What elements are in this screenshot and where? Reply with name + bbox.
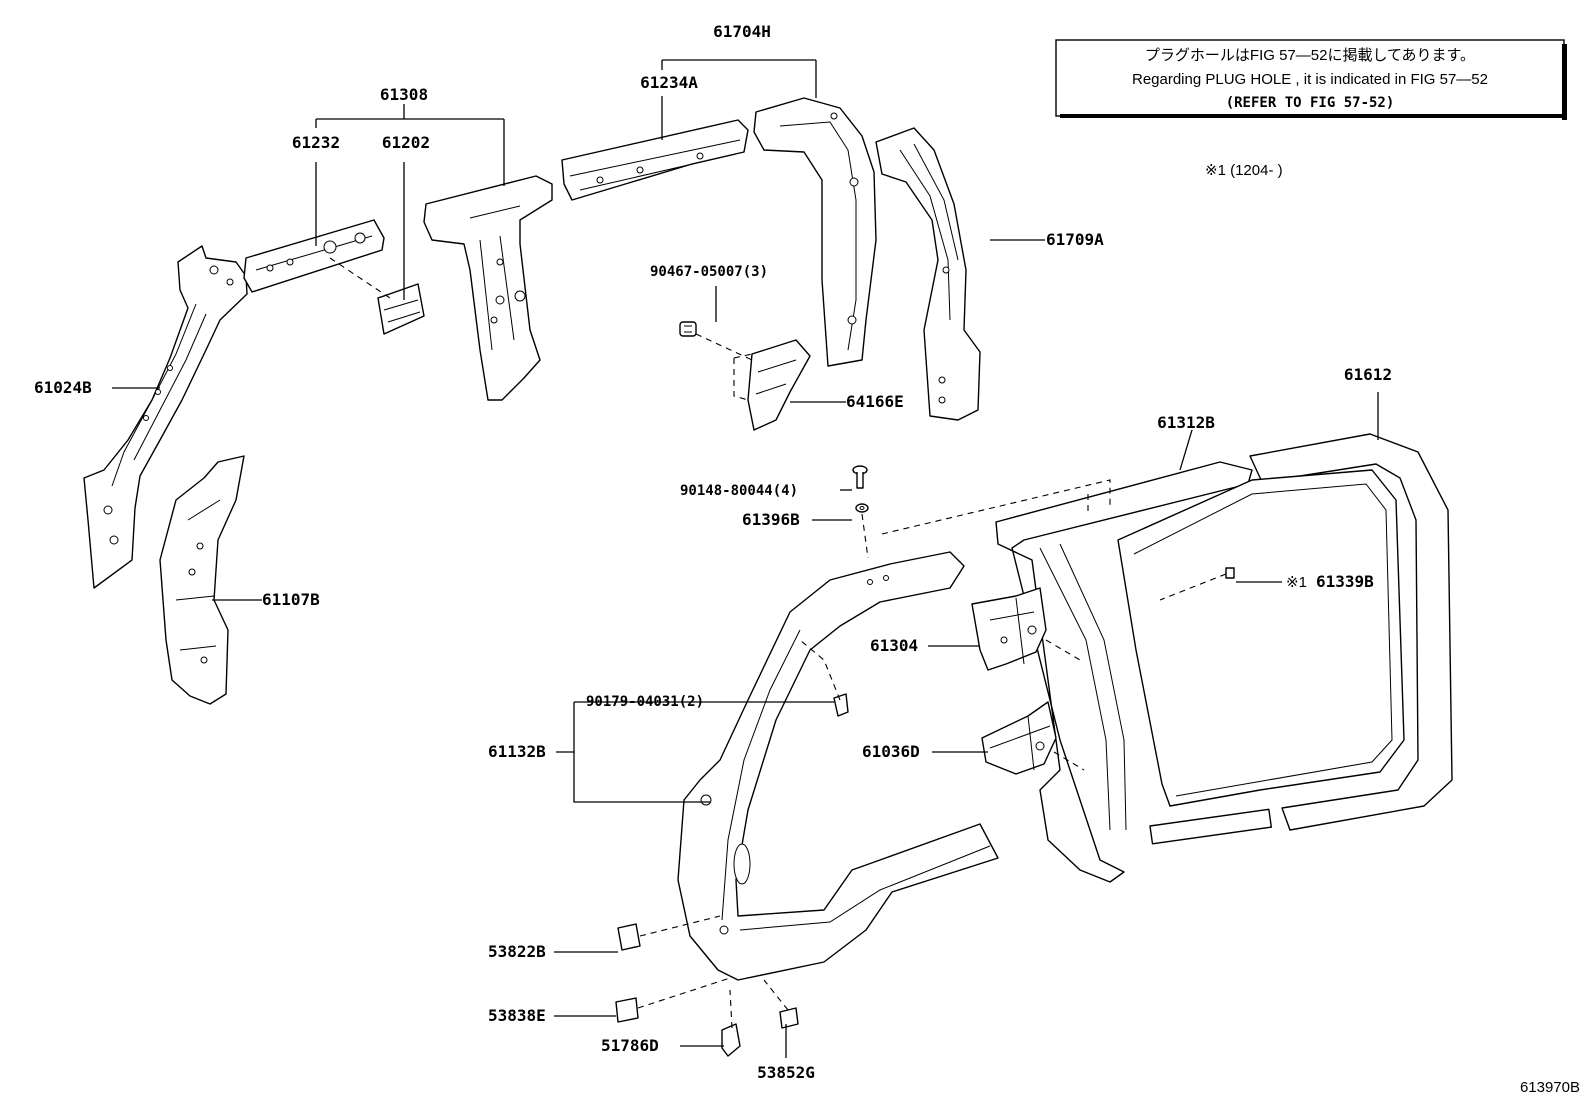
- label-61036D: 61036D: [862, 742, 920, 761]
- part-53822B: [617, 923, 641, 951]
- label-61339B-mark: ※1: [1286, 574, 1307, 591]
- part-61308: [423, 175, 553, 401]
- part-61304: [971, 587, 1047, 671]
- part-61339B: [1225, 567, 1235, 579]
- label-61704H: 61704H: [713, 22, 771, 41]
- part-64166E: [733, 339, 811, 431]
- part-61036D: [981, 701, 1057, 775]
- part-90179-04031: [833, 693, 849, 717]
- label-53852G: 53852G: [757, 1063, 815, 1082]
- label-61308: 61308: [380, 85, 428, 104]
- label-61202: 61202: [382, 133, 430, 152]
- part-61234A: [561, 119, 749, 201]
- part-61396B: [855, 503, 869, 513]
- label-61304: 61304: [870, 636, 918, 655]
- label-61132B: 61132B: [488, 742, 546, 761]
- leader-lines: [112, 59, 1379, 1058]
- part-labels: 61704H 61234A 61308 61232 61202 61709A 9…: [34, 22, 1392, 1082]
- part-51786D: [721, 1023, 741, 1057]
- note-line-2: Regarding PLUG HOLE , it is indicated in…: [1132, 71, 1488, 88]
- label-53838E: 53838E: [488, 1006, 546, 1025]
- label-61612: 61612: [1344, 365, 1392, 384]
- label-64166E: 64166E: [846, 392, 904, 411]
- part-61132B: [677, 551, 999, 981]
- part-53852G: [779, 1007, 799, 1029]
- label-90467-05007: 90467-05007(3): [650, 264, 768, 280]
- label-61234A: 61234A: [640, 73, 698, 92]
- label-61024B: 61024B: [34, 378, 92, 397]
- part-61202: [377, 283, 425, 335]
- assembly-lines: [329, 257, 1227, 1029]
- label-51786D: 51786D: [601, 1036, 659, 1055]
- label-61107B: 61107B: [262, 590, 320, 609]
- label-90148-80044: 90148-80044(4): [680, 483, 798, 499]
- label-61232: 61232: [292, 133, 340, 152]
- part-90148-80044: [852, 465, 868, 489]
- figure-id: 613970B: [1520, 1079, 1580, 1096]
- part-61024B: [83, 245, 248, 589]
- part-61704H: [753, 97, 877, 367]
- label-61312B: 61312B: [1157, 413, 1215, 432]
- part-61709A: [875, 127, 981, 421]
- label-61709A: 61709A: [1046, 230, 1104, 249]
- label-53822B: 53822B: [488, 942, 546, 961]
- label-61339B: 61339B: [1316, 572, 1374, 591]
- part-53838E: [615, 997, 639, 1023]
- note-line-1: プラグホールはFIG 57—52に掲載してあります。: [1145, 47, 1475, 64]
- note-box: プラグホールはFIG 57—52に掲載してあります。 Regarding PLU…: [1055, 39, 1567, 120]
- part-61107B: [159, 455, 245, 705]
- part-61612: [1117, 433, 1453, 845]
- label-90179-04031: 90179-04031(2): [586, 694, 704, 710]
- part-61232: [243, 219, 385, 293]
- note-line-3: (REFER TO FIG 57-52): [1226, 95, 1395, 111]
- applicability-note: ※1 (1204- ): [1205, 162, 1283, 179]
- label-61396B: 61396B: [742, 510, 800, 529]
- part-90467-05007: [679, 321, 697, 337]
